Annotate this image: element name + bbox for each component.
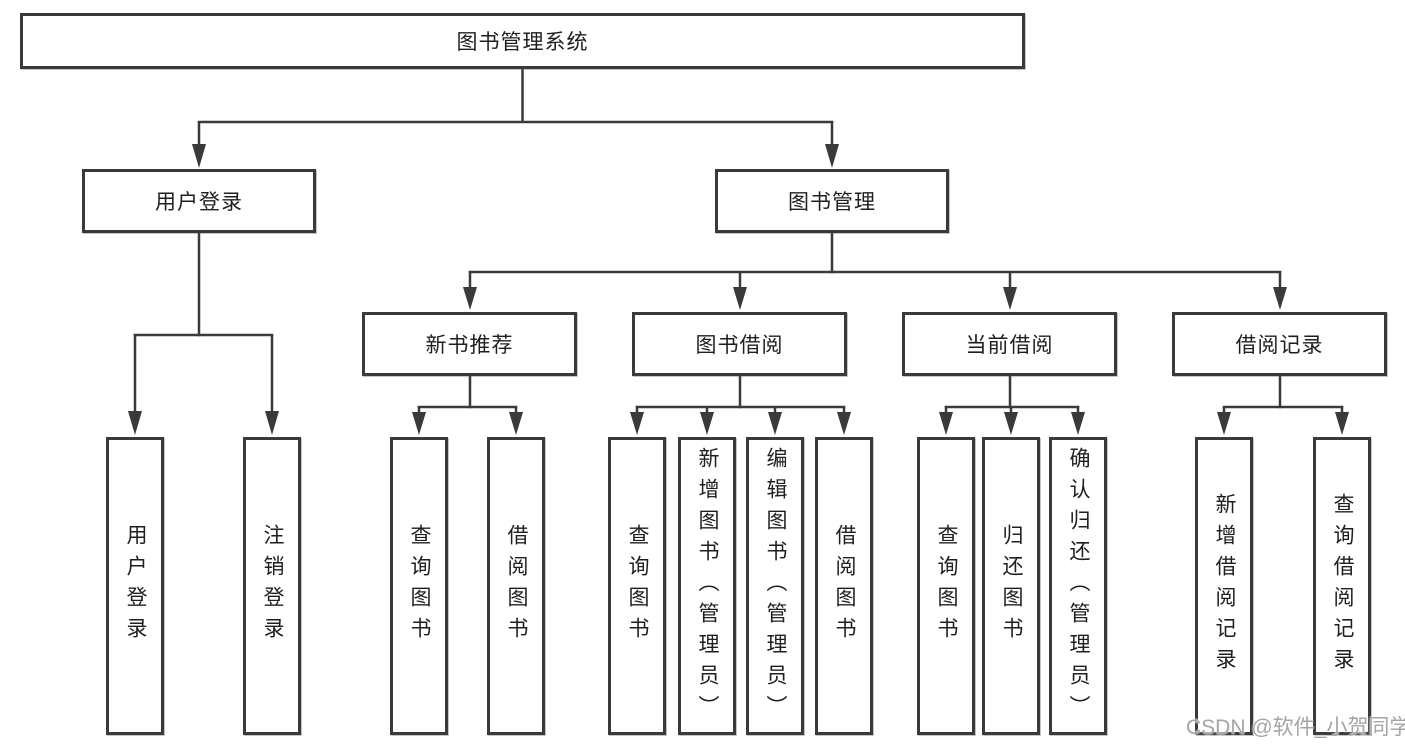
leaf-borrow-books-recommend: 借阅图书: [487, 437, 545, 735]
arrowhead-icons: [128, 144, 1349, 435]
leaf-query-borrow-record: 查询借阅记录: [1313, 437, 1371, 735]
node-new-book-recommendation-label: 新书推荐: [425, 334, 514, 357]
node-current-borrowing: 当前借阅: [902, 312, 1117, 376]
leaf-user-login-label: 用户登录: [124, 524, 147, 648]
leaf-add-borrow-record-label: 新增借阅记录: [1213, 493, 1236, 679]
leaf-query-books-recommend: 查询图书: [390, 437, 448, 735]
leaf-query-books-borrowing-label: 查询图书: [626, 524, 649, 648]
node-current-borrowing-label: 当前借阅: [965, 334, 1054, 357]
node-book-management: 图书管理: [715, 169, 949, 233]
leaf-query-books-current: 查询图书: [917, 437, 975, 735]
node-borrowing-records-label: 借阅记录: [1235, 334, 1324, 357]
node-book-management-label: 图书管理: [788, 191, 876, 214]
leaf-return-books-label: 归还图书: [1000, 524, 1023, 648]
csdn-watermark: CSDN @软件_小贺同学: [1186, 716, 1405, 739]
leaf-add-books-admin: 新增图书（管理员）: [678, 437, 736, 735]
leaf-confirm-return-admin: 确认归还（管理员）: [1049, 437, 1107, 735]
node-new-book-recommendation: 新书推荐: [362, 312, 577, 376]
leaf-edit-books-admin-label: 编辑图书（管理员）: [764, 446, 787, 726]
leaf-add-books-admin-label: 新增图书（管理员）: [696, 446, 719, 726]
connector-segments: [133, 69, 1344, 413]
leaf-confirm-return-admin-label: 确认归还（管理员）: [1067, 446, 1090, 726]
node-root: 图书管理系统: [20, 13, 1025, 69]
node-book-borrowing-label: 图书借阅: [695, 334, 784, 357]
leaf-borrow-books: 借阅图书: [815, 437, 873, 735]
node-user-login-label: 用户登录: [155, 191, 243, 214]
leaf-edit-books-admin: 编辑图书（管理员）: [746, 437, 804, 735]
leaf-query-books-borrowing: 查询图书: [608, 437, 666, 735]
node-book-borrowing: 图书借阅: [632, 312, 847, 376]
leaf-user-login: 用户登录: [106, 437, 164, 735]
leaf-query-borrow-record-label: 查询借阅记录: [1331, 493, 1354, 679]
leaf-query-books-current-label: 查询图书: [935, 524, 958, 648]
leaf-return-books: 归还图书: [982, 437, 1040, 735]
node-user-login: 用户登录: [82, 169, 316, 233]
node-root-label: 图书管理系统: [456, 31, 589, 54]
leaf-logout-label: 注销登录: [261, 524, 284, 648]
leaf-borrow-books-label: 借阅图书: [833, 524, 856, 648]
leaf-logout: 注销登录: [243, 437, 301, 735]
leaf-query-books-recommend-label: 查询图书: [408, 524, 431, 648]
leaf-add-borrow-record: 新增借阅记录: [1195, 437, 1253, 735]
leaf-borrow-books-recommend-label: 借阅图书: [505, 524, 528, 648]
node-borrowing-records: 借阅记录: [1172, 312, 1387, 376]
